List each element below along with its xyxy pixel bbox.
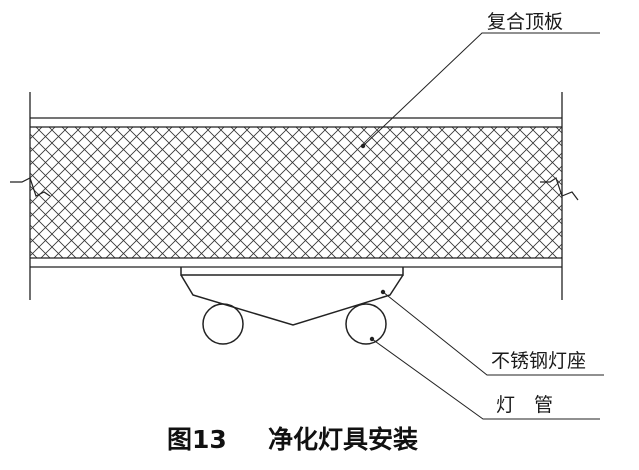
label-lamp-base: 不锈钢灯座 (491, 350, 586, 372)
stainless-steel-lamp-base (180, 267, 404, 326)
label-composite-panel: 复合顶板 (487, 11, 563, 33)
figure-title: 净化灯具安装 (268, 425, 418, 454)
panel-hatch-fill (30, 127, 562, 258)
lamp-tube-left (202, 303, 244, 345)
leader-lines (360, 32, 604, 420)
composite-ceiling-panel (30, 117, 562, 268)
figure-number: 图13 (167, 425, 227, 454)
break-marks (10, 177, 579, 201)
label-lamp-tube: 灯 管 (496, 394, 553, 416)
lamp-tube-right (345, 303, 387, 345)
lamp-tubes (202, 303, 387, 345)
